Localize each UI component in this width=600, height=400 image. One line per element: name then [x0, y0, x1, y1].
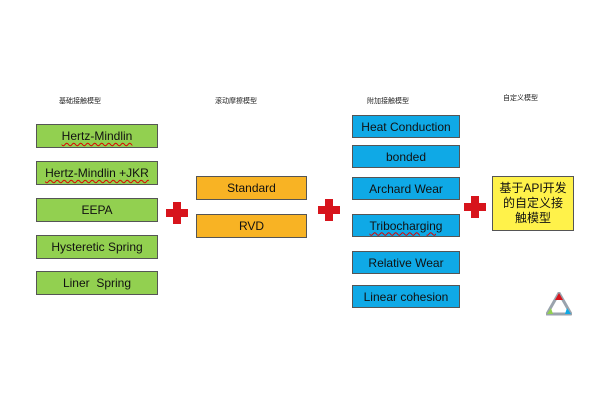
additional-model-label: Relative Wear	[368, 255, 444, 270]
base-model-label: EEPA	[81, 203, 113, 217]
rolling-friction-header: 滚动摩擦模型	[215, 98, 257, 105]
base-model-eepa: EEPA	[36, 198, 158, 222]
base-model-label: Liner Spring	[62, 276, 132, 290]
plus-icon	[318, 199, 340, 221]
custom-model-api: 基于API开发的自定义接触模型	[492, 176, 574, 231]
base-model-liner-spring: Liner Spring	[36, 271, 158, 295]
logo-icon	[546, 292, 572, 316]
additional-model-archard-wear: Archard Wear	[352, 177, 460, 200]
additional-model-label: Tribocharging	[369, 218, 443, 233]
base-model-label: Hysteretic Spring	[51, 240, 143, 254]
additional-model-label: Heat Conduction	[361, 119, 451, 134]
plus-icon	[166, 202, 188, 224]
base-models-header: 基础接触模型	[59, 98, 101, 105]
custom-models-header: 自定义模型	[503, 95, 538, 102]
rolling-model-standard: Standard	[196, 176, 307, 200]
additional-model-relative-wear: Relative Wear	[352, 251, 460, 274]
base-model-hertz-mindlin-jkr: Hertz-Mindlin +JKR	[36, 161, 158, 185]
custom-model-label: 基于API开发的自定义接触模型	[499, 181, 567, 225]
additional-model-bonded: bonded	[352, 145, 460, 168]
plus-icon	[464, 196, 486, 218]
base-model-label: Hertz-Mindlin	[61, 129, 133, 143]
rolling-model-rvd: RVD	[196, 214, 307, 238]
additional-models-header: 附加接触模型	[367, 98, 409, 105]
base-model-hertz-mindlin: Hertz-Mindlin	[36, 124, 158, 148]
rolling-model-label: Standard	[227, 181, 276, 195]
additional-model-heat-conduction: Heat Conduction	[352, 115, 460, 138]
rolling-model-label: RVD	[238, 219, 265, 233]
additional-model-tribocharging: Tribocharging	[352, 214, 460, 237]
base-model-hysteretic-spring: Hysteretic Spring	[36, 235, 158, 259]
base-model-label: Hertz-Mindlin +JKR	[45, 166, 149, 180]
additional-model-label: Archard Wear	[369, 181, 443, 196]
additional-model-linear-cohesion: Linear cohesion	[352, 285, 460, 308]
additional-model-label: Linear cohesion	[363, 289, 449, 304]
additional-model-label: bonded	[385, 149, 427, 164]
